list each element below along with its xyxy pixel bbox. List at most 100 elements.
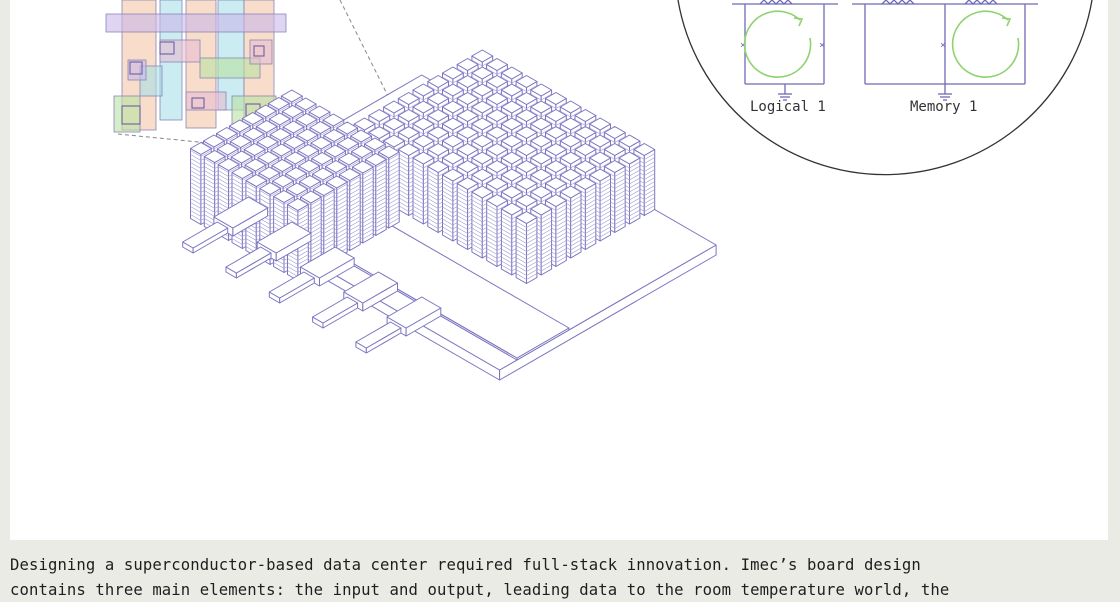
- stack-layer: [295, 121, 318, 128]
- stack-layer: [501, 212, 523, 220]
- stack-layer: [412, 110, 434, 118]
- stack-layer: [589, 178, 611, 186]
- stack-top: [336, 121, 359, 135]
- stack-top: [442, 66, 464, 80]
- stack-layer: [282, 128, 305, 136]
- stack-top: [351, 160, 374, 174]
- memory-cell-circuit: ×: [852, 0, 1038, 101]
- stack-top: [471, 66, 494, 80]
- stack-top: [259, 182, 281, 195]
- stack-layer: [427, 102, 449, 109]
- stack-layer: [368, 119, 390, 126]
- stack-layer: [530, 110, 552, 118]
- stack-top: [269, 128, 292, 141]
- stack-layer: [471, 93, 493, 101]
- stack-top: [456, 109, 479, 122]
- stack-layer: [589, 127, 611, 135]
- memory-loop-icon: [951, 10, 1020, 79]
- stack-top: [300, 190, 322, 204]
- stack-layer: [337, 145, 359, 152]
- stack-layer: [545, 136, 567, 143]
- stack-layer: [515, 229, 538, 236]
- stack-top: [268, 112, 291, 126]
- stack-layer: [457, 187, 479, 194]
- stack-layer: [257, 159, 279, 166]
- stack-top: [442, 83, 464, 97]
- stack-layer: [574, 119, 596, 126]
- stack-top: [297, 144, 320, 157]
- stack-top: [545, 109, 567, 122]
- stack-top: [545, 194, 567, 207]
- layout-block: [105, 13, 287, 33]
- stack-layer: [412, 127, 434, 135]
- isometric-board: [182, 49, 717, 381]
- stack-top: [574, 160, 597, 173]
- stack-top: [486, 160, 508, 173]
- stack-top: [241, 112, 264, 125]
- stack-layer: [457, 85, 479, 92]
- stack-top: [350, 129, 372, 143]
- stack-top: [530, 83, 553, 97]
- stack-top: [633, 143, 656, 156]
- stack-top: [500, 134, 523, 148]
- stack-layer: [398, 136, 420, 143]
- stack-top: [559, 100, 582, 114]
- stack-layer: [471, 144, 493, 152]
- stack-layer: [322, 121, 344, 129]
- stack-top: [500, 151, 523, 165]
- stack-layer: [501, 161, 523, 169]
- stack-top: [271, 159, 294, 172]
- stack-layer: [285, 175, 307, 182]
- svg-text:×: ×: [940, 40, 946, 51]
- stack-top: [500, 100, 523, 114]
- stack-layer: [257, 143, 279, 151]
- stack-top: [530, 117, 553, 131]
- stack-layer: [604, 153, 626, 160]
- stack-layer: [218, 166, 240, 173]
- layout-via: [121, 105, 141, 125]
- stack-top: [377, 145, 400, 159]
- stack-top: [254, 104, 277, 118]
- stack-layer: [309, 129, 331, 136]
- stack-layer: [515, 253, 538, 260]
- stack-layer: [486, 68, 508, 75]
- stack-layer: [515, 237, 538, 244]
- stack-layer: [323, 137, 345, 144]
- stack-top: [287, 198, 309, 211]
- stack-top: [515, 160, 538, 173]
- stack-top: [486, 92, 508, 105]
- layout-via: [159, 41, 175, 55]
- stack-top: [310, 136, 333, 150]
- stack-layer: [486, 136, 508, 143]
- stack-layer: [398, 153, 420, 160]
- stack-top: [559, 134, 582, 148]
- stack-top: [456, 160, 479, 173]
- stack-top: [589, 117, 611, 131]
- stack-top: [412, 151, 435, 165]
- stack-layer: [515, 233, 538, 240]
- stack-top: [283, 136, 306, 149]
- stack-top: [471, 49, 494, 63]
- stack-top: [500, 83, 523, 97]
- stack-layer: [471, 59, 493, 67]
- stack-top: [471, 168, 494, 182]
- stack-layer: [427, 136, 449, 143]
- layout-block: [113, 95, 141, 133]
- stack-top: [258, 166, 281, 180]
- stack-layer: [336, 129, 358, 137]
- stack-top: [545, 126, 567, 139]
- stack-layer: [501, 76, 523, 84]
- stack-top: [530, 168, 553, 182]
- stack-top: [412, 117, 435, 131]
- stack-layer: [245, 182, 267, 189]
- stack-layer: [515, 241, 538, 248]
- stack-layer: [398, 102, 420, 109]
- stack-top: [545, 160, 567, 173]
- stack-layer: [515, 273, 538, 280]
- stack-top: [515, 177, 538, 190]
- stack-layer: [560, 161, 582, 169]
- stack-layer: [515, 119, 538, 126]
- stack-top: [559, 117, 582, 131]
- stack-top: [545, 92, 567, 105]
- stack-layer: [298, 167, 320, 175]
